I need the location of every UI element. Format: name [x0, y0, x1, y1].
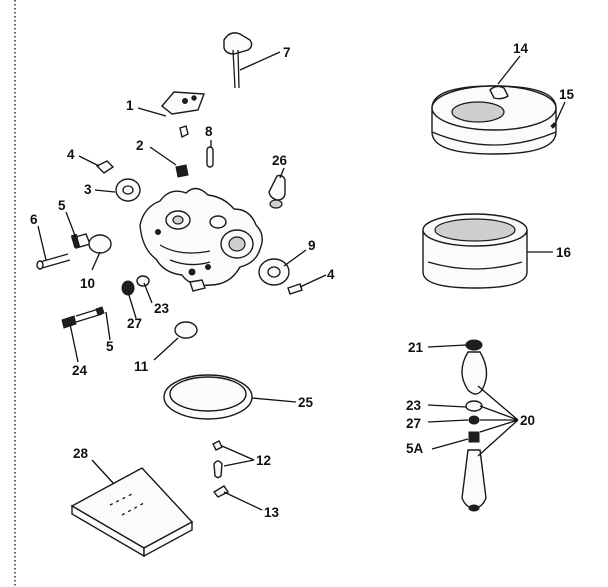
part-13-clip [212, 485, 230, 498]
part-stack-nozzle [461, 339, 488, 512]
callout-23-right: 23 [406, 398, 422, 413]
part-23-washer-left [136, 275, 150, 287]
callout-5A: 5A [406, 441, 424, 456]
callout-20: 20 [520, 413, 535, 428]
part-4-screw-upper [95, 160, 115, 174]
callout-13: 13 [264, 505, 280, 520]
callout-10: 10 [80, 276, 95, 291]
callout-7: 7 [283, 45, 291, 60]
part-8-shaft [206, 146, 214, 168]
part-4-pin-lower [287, 283, 303, 295]
callout-9: 9 [308, 238, 316, 253]
part-26-bowl-nut [268, 174, 286, 209]
callout-6: 6 [30, 212, 38, 227]
callout-14: 14 [513, 41, 529, 56]
part-27-spring-left [121, 280, 135, 296]
part-pin [179, 125, 189, 139]
callout-24: 24 [72, 363, 88, 378]
callout-25: 25 [298, 395, 314, 410]
callout-5-upper: 5 [58, 198, 66, 213]
part-28-kit-envelope [70, 467, 194, 558]
callout-3: 3 [84, 182, 92, 197]
part-5-shaft-upper [70, 233, 91, 249]
part-11-gasket-disc [174, 321, 198, 339]
callout-4-lower: 4 [327, 267, 335, 282]
callout-27-right: 27 [406, 416, 421, 431]
part-16-filter-element [422, 213, 528, 289]
callout-1: 1 [126, 98, 134, 113]
callout-16: 16 [556, 245, 572, 260]
part-12-needle-parts [212, 440, 223, 479]
callout-23-left: 23 [154, 301, 170, 316]
part-14-air-cleaner-cover [431, 85, 557, 155]
part-3-throttle-disc [115, 178, 141, 202]
part-24-idle-screw [61, 306, 105, 329]
callout-8: 8 [205, 124, 213, 139]
part-25-o-ring [163, 374, 253, 420]
part-10-bushing [88, 234, 112, 254]
callout-5-lower: 5 [106, 339, 114, 354]
part-7-choke-lever [223, 32, 253, 89]
part-2-spring [175, 164, 189, 178]
callout-27-left: 27 [127, 316, 142, 331]
part-15-screw [550, 122, 557, 129]
callout-2: 2 [136, 138, 144, 153]
callout-11: 11 [134, 359, 149, 374]
part-9-float [258, 258, 290, 286]
callout-26: 26 [272, 153, 288, 168]
part-1-bracket [160, 91, 205, 115]
part-6-long-screw [36, 253, 71, 270]
callout-12: 12 [256, 453, 271, 468]
callout-15: 15 [559, 87, 575, 102]
callout-21: 21 [408, 340, 424, 355]
callout-28: 28 [73, 446, 89, 461]
part-carburetor-body [139, 187, 263, 292]
callout-4-upper: 4 [67, 147, 75, 162]
